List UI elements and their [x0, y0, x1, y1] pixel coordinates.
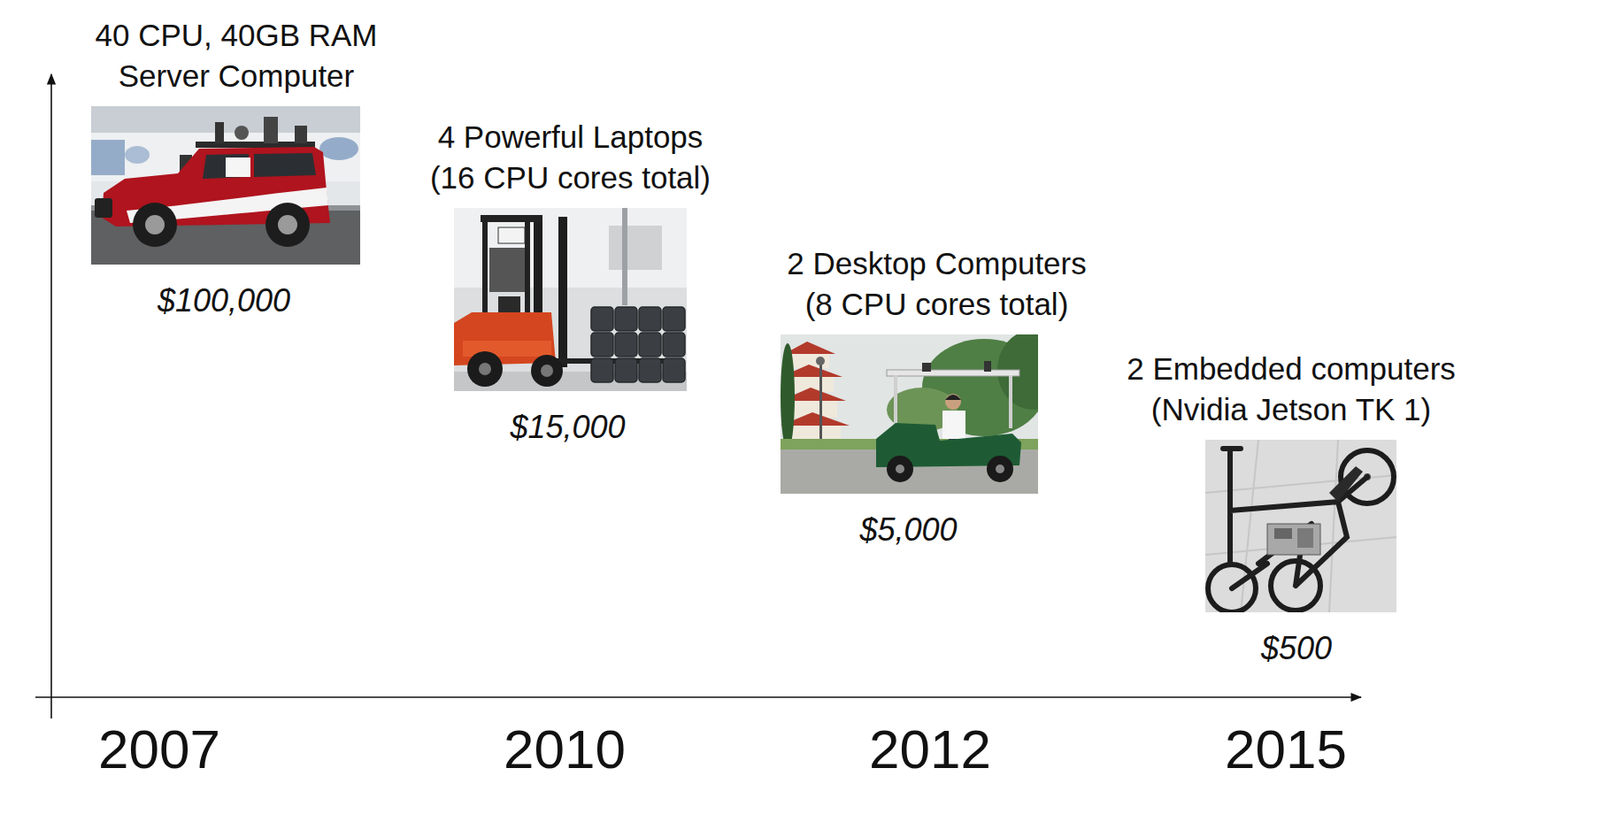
golf-cart-photo — [886, 369, 1020, 377]
barrel-load — [615, 358, 638, 383]
year-label: 2010 — [503, 722, 626, 777]
barrel-load — [615, 332, 638, 357]
year-label: 2007 — [98, 722, 221, 777]
trike-photo — [1297, 528, 1314, 548]
year-label: 2015 — [1224, 722, 1347, 777]
barrel-load — [591, 332, 614, 357]
golf-cart-photo — [986, 455, 1014, 483]
trike-photo — [1205, 439, 1397, 613]
forklift-photo — [608, 225, 662, 270]
price-label: $15,000 — [391, 407, 746, 449]
trike-photo — [1223, 448, 1368, 589]
barrel-load — [591, 358, 614, 383]
suv-photo — [91, 106, 361, 265]
golf-cart-photo — [784, 341, 836, 354]
year-label: 2012 — [869, 722, 992, 777]
barrel-load — [662, 358, 685, 383]
forklift-photo — [530, 354, 563, 387]
golf-cart-photo — [886, 455, 914, 483]
suv-photo — [294, 125, 308, 144]
barrel-load — [662, 307, 685, 331]
barrel-load — [638, 332, 662, 357]
price-label: $100,000 — [46, 280, 401, 323]
barrel-load — [662, 332, 685, 357]
golf-cart-photo — [780, 343, 795, 450]
forklift-photo — [453, 207, 687, 288]
trike-photo — [1205, 439, 1397, 613]
timeline-axes — [35, 696, 1362, 699]
suv-photo — [132, 202, 177, 247]
forklift-photo — [558, 216, 568, 368]
barrel-load — [615, 307, 638, 331]
forklift-photo — [453, 207, 687, 392]
price-label: $5,000 — [731, 509, 1086, 552]
forklift-photo — [489, 247, 525, 293]
suv-photo — [277, 215, 298, 235]
forklift-photo — [540, 364, 554, 377]
photo-panel: 4 Powerful Laptops (16 CPU cores total)$… — [453, 207, 687, 392]
suv-photo — [124, 146, 150, 164]
trike-photo — [1205, 439, 1397, 613]
computer-spec: 2 Desktop Computers (8 CPU cores total) — [779, 243, 1094, 324]
forklift-photo — [524, 215, 531, 322]
golf-cart-photo — [780, 334, 1039, 494]
suv-photo — [91, 106, 361, 133]
suv-photo — [263, 116, 278, 144]
forklift-photo — [453, 207, 687, 392]
suv-photo — [145, 215, 165, 235]
price-label: $500 — [1119, 628, 1474, 670]
forklift-photo — [480, 215, 543, 223]
photo-panel: 2 Desktop Computers (8 CPU cores total)$… — [780, 334, 1039, 494]
golf-cart-photo — [984, 361, 992, 372]
barrel-load — [638, 358, 662, 383]
golf-cart-photo — [945, 393, 962, 410]
suv-photo — [91, 106, 361, 265]
suv-photo — [215, 122, 224, 144]
forklift-photo — [467, 351, 503, 387]
golf-cart-photo — [815, 356, 825, 366]
trike-photo — [1267, 523, 1321, 555]
suv-photo — [319, 137, 359, 161]
computer-spec: 40 CPU, 40GB RAM Server Computer — [76, 15, 396, 96]
barrel-load — [638, 307, 662, 331]
golf-cart-photo — [893, 375, 898, 429]
barrel-load — [591, 307, 685, 383]
golf-cart-photo — [995, 464, 1005, 474]
forklift-photo — [622, 207, 628, 306]
forklift-photo — [478, 362, 492, 376]
forklift-photo — [482, 215, 488, 322]
trike-photo — [1274, 528, 1293, 539]
golf-cart-photo — [1008, 375, 1013, 429]
trike-photo — [1329, 466, 1363, 502]
photo-panel: 40 CPU, 40GB RAM Server Computer$100,000 — [91, 106, 361, 265]
forklift-photo — [498, 227, 525, 244]
suv-photo — [234, 125, 249, 140]
photo-panel: 2 Embedded computers (Nvidia Jetson TK 1… — [1205, 439, 1397, 613]
golf-cart-photo — [942, 410, 966, 439]
timeline-axes — [50, 74, 53, 719]
barrel-load — [591, 307, 614, 331]
suv-photo — [253, 153, 316, 177]
suv-photo — [265, 202, 310, 247]
golf-cart-photo — [945, 394, 962, 400]
suv-photo — [91, 139, 125, 176]
computer-spec: 4 Powerful Laptops (16 CPU cores total) — [422, 116, 719, 198]
golf-cart-photo — [922, 362, 931, 372]
suv-photo — [94, 198, 113, 218]
suv-photo — [225, 157, 251, 177]
computer-spec: 2 Embedded computers (Nvidia Jetson TK 1… — [1114, 348, 1469, 430]
golf-cart-photo — [895, 464, 905, 474]
